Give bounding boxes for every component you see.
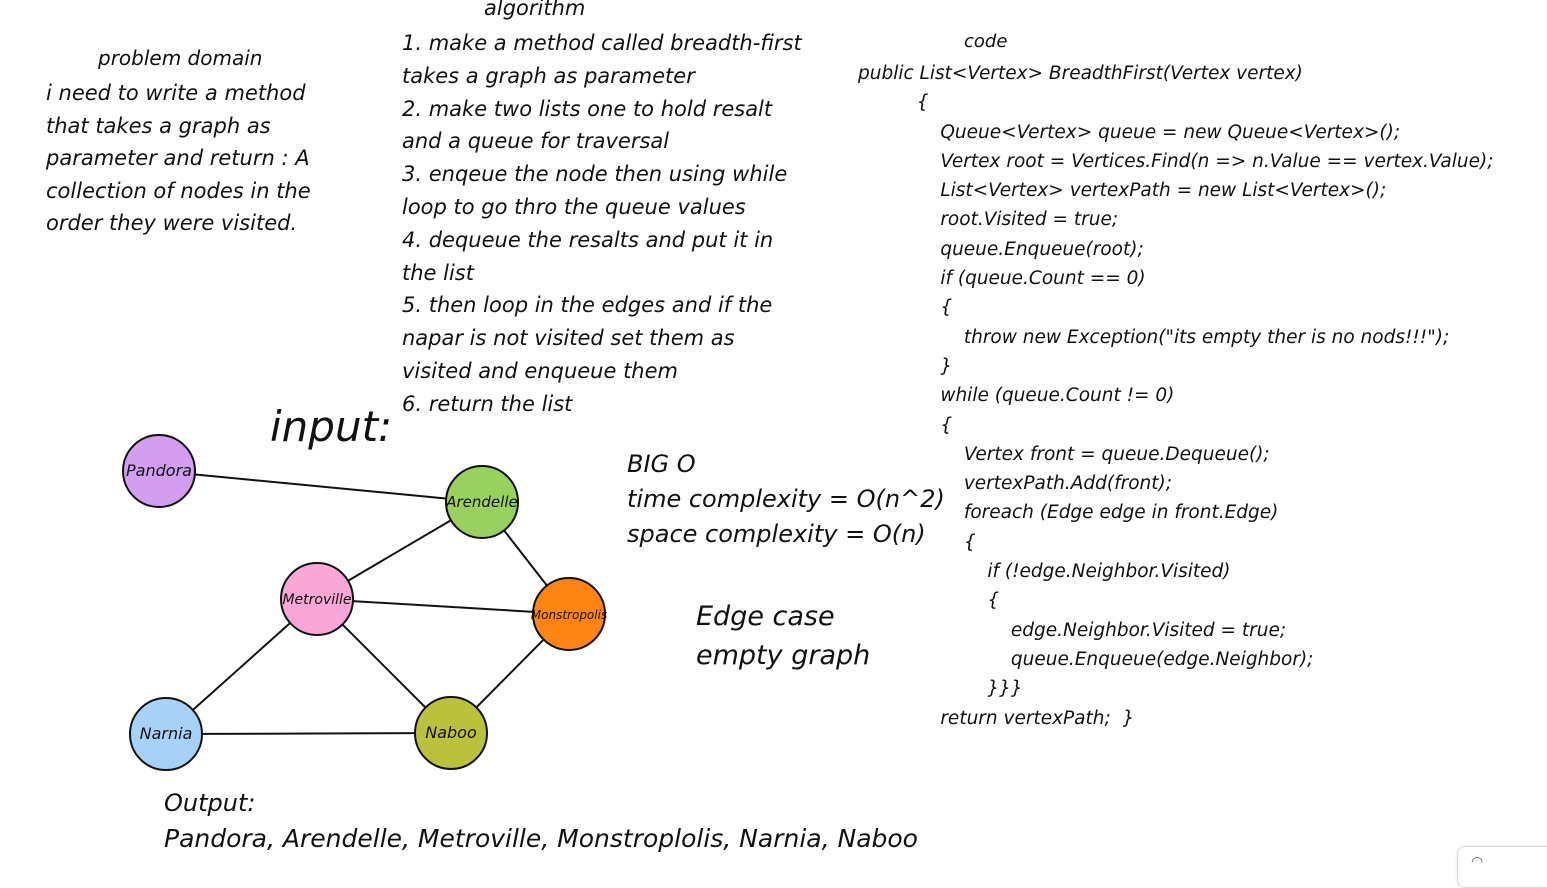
algorithm-line: 4. dequeue the resalts and put it in	[402, 227, 774, 252]
graph-node-circle	[532, 577, 606, 651]
graph-node-circle	[129, 697, 203, 771]
code-line: queue.Enqueue(edge.Neighbor);	[858, 648, 1314, 670]
code-line: queue.Enqueue(root);	[858, 238, 1144, 260]
code-line: public List<Vertex> BreadthFirst(Vertex …	[858, 63, 1303, 84]
input-label: input:	[270, 402, 393, 451]
code-line: }	[858, 355, 953, 377]
problem-domain-line: order they were visited.	[46, 211, 298, 235]
code-block: public List<Vertex> BreadthFirst(Vertex …	[858, 59, 1493, 733]
output-value: Pandora, Arendelle, Metroville, Monstrop…	[164, 824, 918, 853]
graph-node-metroville: Metroville	[280, 562, 354, 636]
code-line: }}}	[858, 678, 1023, 700]
algorithm-line: 1. make a method called breadth-first	[402, 31, 802, 55]
big-o-section: BIG O time complexity = O(n^2) space com…	[627, 447, 945, 552]
graph-node-circle	[445, 465, 519, 539]
algorithm-line: 2. make two lists one to hold resalt	[402, 96, 773, 121]
code-line: while (queue.Count != 0)	[858, 385, 1175, 407]
time-complexity: time complexity = O(n^2)	[627, 485, 945, 513]
code-line: Queue<Vertex> queue = new Queue<Vertex>(…	[858, 121, 1401, 143]
graph-node-label: Metroville	[282, 592, 351, 608]
code-line: {	[858, 92, 929, 114]
code-line: edge.Neighbor.Visited = true;	[858, 619, 1287, 641]
graph-node-monstropolis: Monstropolis	[531, 577, 607, 651]
algorithm-line: takes a graph as parameter	[402, 63, 695, 88]
graph-nodes: PandoraArendelleMetrovilleMonstropolisNa…	[122, 434, 607, 771]
space-complexity: space complexity = O(n)	[627, 520, 926, 548]
graph-node-narnia: Narnia	[129, 697, 203, 771]
code-line: {	[858, 414, 953, 436]
algorithm-title: algorithm	[484, 0, 586, 20]
code-line: if (!edge.Neighbor.Visited)	[858, 561, 1231, 583]
code-line: foreach (Edge edge in front.Edge)	[858, 502, 1279, 524]
graph-node-arendelle: Arendelle	[445, 465, 519, 539]
graph-node-label: Monstropolis	[531, 608, 607, 622]
graph-node-label: Narnia	[140, 724, 193, 743]
problem-domain-title: problem domain	[98, 46, 263, 70]
algorithm-line: 3. enqeue the node then using while	[402, 162, 788, 187]
graph-node-label: Arendelle	[445, 493, 517, 511]
edge-case-title: Edge case	[696, 601, 835, 632]
code-line: {	[858, 297, 953, 319]
graph-node-circle	[122, 434, 196, 508]
algorithm-line: the list	[402, 260, 474, 285]
algorithm-line: and a queue for traversal	[402, 129, 670, 154]
graph-node-label: Naboo	[425, 723, 477, 742]
code-line: Vertex root = Vertices.Find(n => n.Value…	[858, 150, 1494, 172]
problem-domain-line: collection of nodes in the	[46, 178, 311, 203]
code-line: root.Visited = true;	[858, 209, 1119, 231]
graph-node-circle	[414, 696, 488, 770]
code-title: code	[964, 31, 1008, 52]
big-o-title: BIG O	[627, 450, 696, 478]
edge-case-text: empty graph	[696, 640, 871, 671]
graph-edge-pandora-arendelle	[158, 470, 483, 503]
algorithm-line: visited and enqueue them	[402, 358, 678, 383]
problem-domain-line: parameter and return : A	[46, 146, 310, 170]
output-label: Output:	[164, 789, 256, 817]
algorithm-line: 6. return the list	[402, 391, 573, 416]
input-graph: PandoraArendelleMetrovilleMonstropolisNa…	[122, 434, 607, 771]
help-icon[interactable]: ◠	[1471, 854, 1484, 870]
code-line: Vertex front = queue.Dequeue();	[858, 443, 1270, 465]
code-line: return vertexPath; }	[858, 707, 1135, 729]
code-line: if (queue.Count == 0)	[858, 268, 1146, 290]
code-line: List<Vertex> vertexPath = new List<Verte…	[858, 180, 1387, 202]
graph-node-label: Pandora	[126, 461, 192, 480]
code-line: throw new Exception("its empty ther is n…	[858, 326, 1450, 348]
algorithm-line: napar is not visited set them as	[402, 326, 735, 351]
graph-node-naboo: Naboo	[414, 696, 488, 770]
problem-domain-text: i need to write a method that takes a gr…	[46, 77, 356, 240]
problem-domain-line: that takes a graph as	[46, 113, 271, 138]
code-line: {	[858, 531, 976, 553]
graph-node-circle	[280, 562, 354, 636]
graph-node-pandora: Pandora	[122, 434, 196, 508]
code-line: {	[858, 590, 1000, 612]
algorithm-line: loop to go thro the queue values	[402, 194, 746, 219]
algorithm-steps: 1. make a method called breadth-first ta…	[402, 27, 842, 421]
graph-edge-narnia-naboo	[165, 732, 452, 735]
algorithm-line: 5. then loop in the edges and if the	[402, 293, 773, 318]
problem-domain-line: i need to write a method	[46, 81, 306, 105]
edge-case-section: Edge case empty graph	[696, 597, 870, 675]
code-line: vertexPath.Add(front);	[858, 473, 1172, 495]
graph-edge-metroville-monstropolis	[316, 598, 570, 615]
